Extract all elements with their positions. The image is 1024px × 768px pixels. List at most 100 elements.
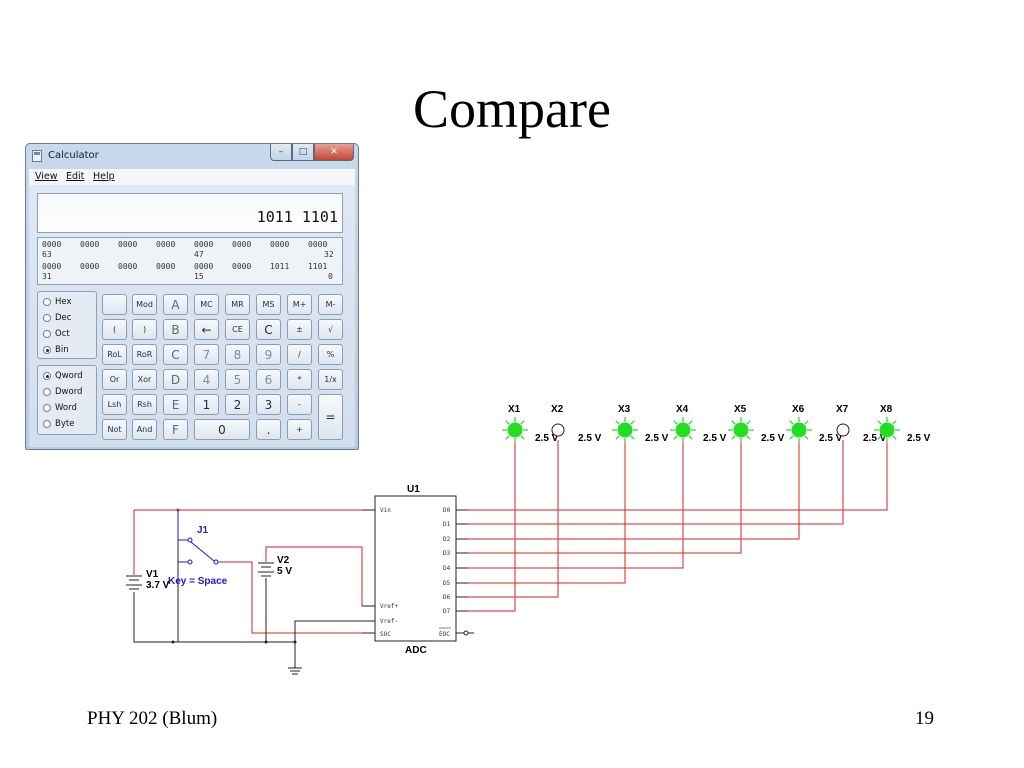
v2-value: 5 V: [277, 566, 292, 577]
probe-lamp-on-icon: [617, 422, 633, 438]
key-7[interactable]: 7: [194, 344, 219, 365]
key-f[interactable]: F: [163, 419, 188, 440]
battery-v2: V2 5 V: [258, 555, 292, 577]
key-a[interactable]: A: [163, 294, 188, 315]
close-button[interactable]: ✕: [314, 144, 354, 161]
probe-name: X5: [734, 404, 747, 415]
key-c40[interactable]: (: [102, 319, 127, 340]
word-size-radio-qword[interactable]: Qword: [43, 370, 83, 382]
key-xor[interactable]: Xor: [132, 369, 157, 390]
key-c8592[interactable]: ←: [194, 319, 219, 340]
minimize-button[interactable]: –: [270, 144, 292, 161]
radio-label: Hex: [55, 297, 72, 307]
key-2[interactable]: 2: [225, 394, 250, 415]
bit-group[interactable]: 0000: [194, 262, 214, 271]
radio-button-icon[interactable]: [43, 298, 51, 306]
bit-group[interactable]: 0000: [194, 240, 214, 249]
bit-group[interactable]: 1101: [308, 262, 328, 271]
key-e[interactable]: E: [163, 394, 188, 415]
menu-help[interactable]: Help: [93, 171, 115, 182]
key-rol[interactable]: RoL: [102, 344, 127, 365]
key-mr[interactable]: MR: [225, 294, 250, 315]
key-rsh[interactable]: Rsh: [132, 394, 157, 415]
menu-view[interactable]: View: [35, 171, 58, 182]
bit-group[interactable]: 0000: [270, 240, 290, 249]
key-1c47x[interactable]: 1/x: [318, 369, 343, 390]
number-system-radio-bin[interactable]: Bin: [43, 344, 69, 356]
key-c41[interactable]: ): [132, 319, 157, 340]
key-mc[interactable]: MC: [194, 294, 219, 315]
bit-group[interactable]: 0000: [118, 240, 138, 249]
key-c8730[interactable]: √: [318, 319, 343, 340]
key-c45[interactable]: -: [287, 394, 312, 415]
key-mc45[interactable]: M-: [318, 294, 343, 315]
v2-name: V2: [277, 555, 290, 566]
key-not[interactable]: Not: [102, 419, 127, 440]
radio-button-icon[interactable]: [43, 404, 51, 412]
key-d[interactable]: D: [163, 369, 188, 390]
key-1[interactable]: 1: [194, 394, 219, 415]
key-c42[interactable]: *: [287, 369, 312, 390]
key-ms[interactable]: MS: [256, 294, 281, 315]
probe-rating: 2.5 V: [761, 433, 785, 444]
calculator-window: Calculator – □ ✕ View Edit Help 1011 110…: [25, 143, 359, 450]
key-mc43[interactable]: M+: [287, 294, 312, 315]
bit-group[interactable]: 0000: [118, 262, 138, 271]
word-size-radio-dword[interactable]: Dword: [43, 386, 82, 398]
key-mod[interactable]: Mod: [132, 294, 157, 315]
key-or[interactable]: Or: [102, 369, 127, 390]
maximize-button[interactable]: □: [292, 144, 314, 161]
key-8[interactable]: 8: [225, 344, 250, 365]
key-c43[interactable]: +: [287, 419, 312, 440]
key-c61[interactable]: =: [318, 394, 343, 440]
key-4[interactable]: 4: [194, 369, 219, 390]
radio-button-icon[interactable]: [43, 314, 51, 322]
bit-group[interactable]: 0000: [308, 240, 328, 249]
bit-group[interactable]: 0000: [232, 262, 252, 271]
number-system-radio-hex[interactable]: Hex: [43, 296, 72, 308]
bit-group[interactable]: 0000: [42, 262, 62, 271]
key-c37[interactable]: %: [318, 344, 343, 365]
key-c[interactable]: C: [163, 344, 188, 365]
bit-group[interactable]: 0000: [156, 262, 176, 271]
pin-d3: D3: [443, 550, 451, 557]
key-c[interactable]: C: [256, 319, 281, 340]
key-ce[interactable]: CE: [225, 319, 250, 340]
key-3[interactable]: 3: [256, 394, 281, 415]
page-number: 19: [915, 708, 934, 729]
radio-button-icon[interactable]: [43, 372, 51, 380]
key-c177[interactable]: ±: [287, 319, 312, 340]
key-6[interactable]: 6: [256, 369, 281, 390]
key-lsh[interactable]: Lsh: [102, 394, 127, 415]
key-and[interactable]: And: [132, 419, 157, 440]
key-b[interactable]: B: [163, 319, 188, 340]
number-system-radio-dec[interactable]: Dec: [43, 312, 71, 324]
number-system-radio-oct[interactable]: Oct: [43, 328, 70, 340]
switch-j1[interactable]: J1 Key = Space: [168, 510, 228, 587]
key-0[interactable]: 0: [194, 419, 250, 440]
calculator-titlebar[interactable]: Calculator – □ ✕: [26, 144, 358, 168]
key-ror[interactable]: RoR: [132, 344, 157, 365]
word-size-radio-word[interactable]: Word: [43, 402, 77, 414]
key-c46[interactable]: .: [256, 419, 281, 440]
word-size-radio-byte[interactable]: Byte: [43, 418, 74, 430]
bit-group[interactable]: 1011: [270, 262, 290, 271]
radio-button-icon[interactable]: [43, 346, 51, 354]
key-9[interactable]: 9: [256, 344, 281, 365]
bit-group[interactable]: 0000: [156, 240, 176, 249]
bit-group[interactable]: 0000: [80, 262, 100, 271]
key-c47[interactable]: /: [287, 344, 312, 365]
bit-group[interactable]: 0000: [42, 240, 62, 249]
radio-button-icon[interactable]: [43, 420, 51, 428]
probe-lamp-on-icon: [791, 422, 807, 438]
key-blank[interactable]: [102, 294, 127, 315]
bit-group[interactable]: 0000: [232, 240, 252, 249]
probe-rating: 2.5 V: [907, 433, 931, 444]
bit-group[interactable]: 0000: [80, 240, 100, 249]
radio-button-icon[interactable]: [43, 388, 51, 396]
radio-label: Dword: [55, 387, 83, 397]
key-5[interactable]: 5: [225, 369, 250, 390]
menu-edit[interactable]: Edit: [66, 171, 85, 182]
radio-button-icon[interactable]: [43, 330, 51, 338]
